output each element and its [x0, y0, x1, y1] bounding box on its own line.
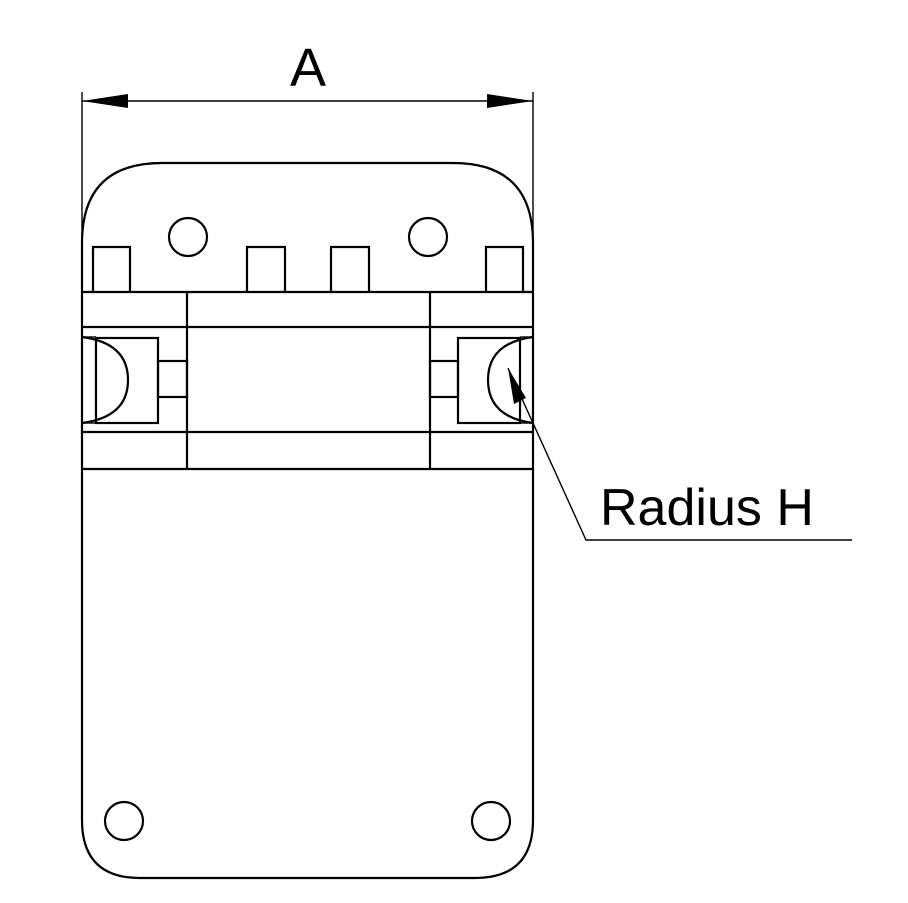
radius-h-callout: Radius H	[507, 367, 852, 541]
right-clamp-radius	[486, 335, 534, 425]
tab-3	[329, 245, 371, 292]
body-outline	[80, 161, 535, 880]
callout-label: Radius H	[600, 479, 814, 537]
vertical-dividers	[185, 292, 432, 469]
hole-top-right	[407, 216, 449, 258]
arrowhead-right	[487, 94, 533, 108]
band-lines	[82, 290, 533, 471]
hole-bottom-right	[470, 800, 512, 842]
hole-top-left	[167, 216, 209, 258]
left-clamp-radius	[81, 335, 130, 425]
hole-bottom-left	[103, 800, 145, 842]
part-outline	[80, 161, 535, 880]
leader-line	[507, 367, 852, 541]
right-clamp-pin	[428, 359, 460, 399]
tab-2	[245, 245, 287, 292]
right-clamp	[428, 335, 534, 425]
arrowhead-left	[82, 94, 128, 108]
tab-4	[484, 245, 525, 292]
top-tabs	[91, 245, 525, 292]
tab-1	[91, 245, 132, 292]
left-clamp	[81, 335, 189, 425]
leader-arrowhead	[508, 368, 526, 404]
dimension-label: A	[290, 38, 326, 98]
dimension-a: A	[81, 38, 534, 250]
left-clamp-pin	[156, 359, 189, 399]
